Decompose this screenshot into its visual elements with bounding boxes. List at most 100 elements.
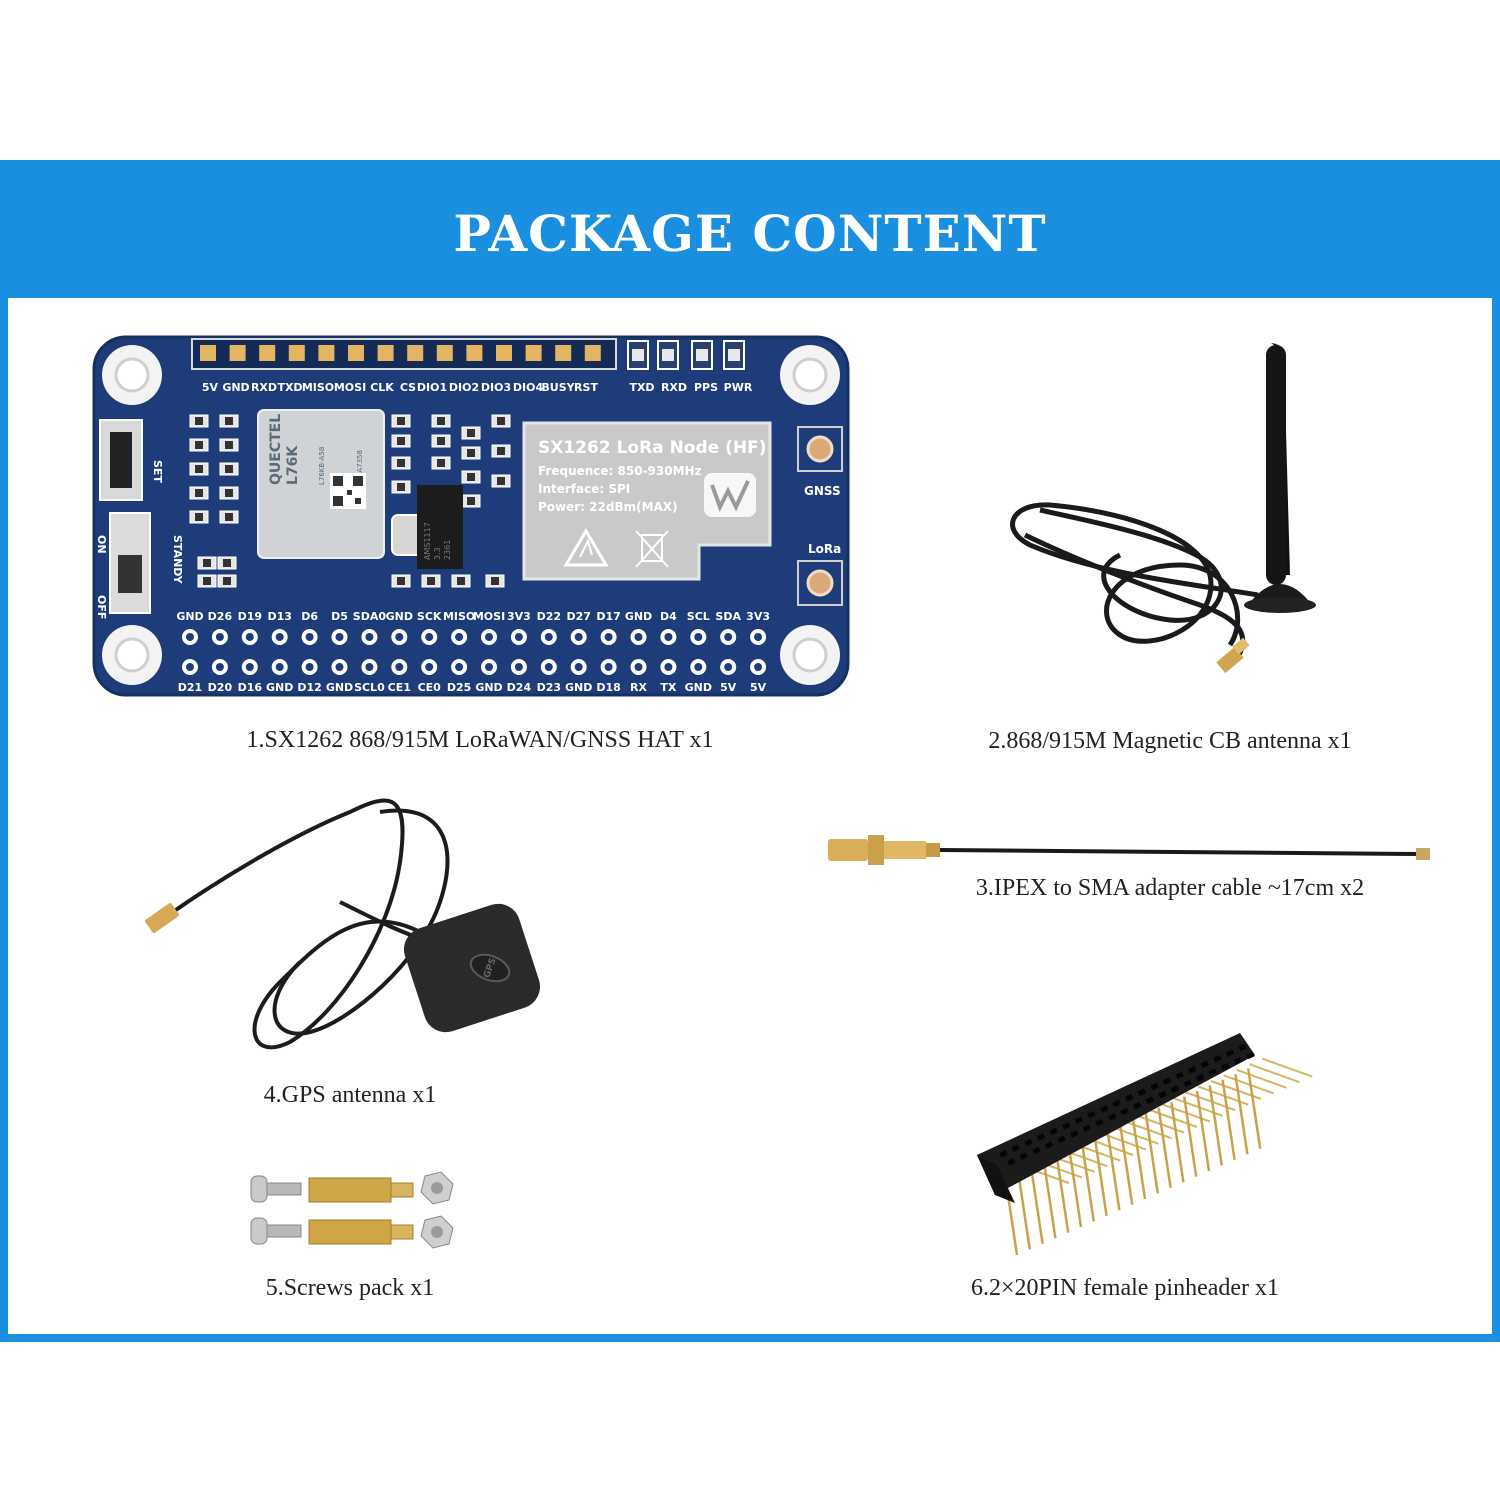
gpio-lower-label: 5V [720, 681, 737, 694]
header-pin [1157, 1107, 1172, 1188]
header-hole [1099, 1105, 1109, 1113]
gpio-lower-label: CE0 [418, 681, 442, 694]
header-hole [1196, 1074, 1205, 1082]
esd-warning-icon [563, 528, 609, 567]
header-pin [1208, 1085, 1224, 1166]
qr-code [330, 473, 366, 509]
gpio-upper-label: D22 [537, 610, 561, 623]
gpio-upper-label: GND [625, 610, 652, 623]
gpio-pad-hole [664, 663, 673, 671]
gpio-pad-hole [305, 633, 314, 641]
off-label: OFF [95, 595, 108, 619]
smd-component-body [397, 577, 405, 585]
gpio-pad-hole [574, 663, 583, 671]
gpio-upper-label: 3V3 [746, 610, 770, 623]
gpio-pads [182, 629, 767, 675]
module-power: Power: 22dBm(MAX) [538, 500, 678, 514]
header-pin [1016, 1169, 1032, 1250]
smd-component-body [225, 513, 233, 521]
gpio-lower-label: CE1 [388, 681, 411, 694]
gpio-pad-hole [514, 633, 523, 641]
header-hole [1200, 1060, 1210, 1068]
smd-component-body [397, 417, 405, 425]
gpio-upper-label: 3V3 [507, 610, 531, 623]
waveshare-logo-icon [704, 473, 756, 517]
smd-component-body [397, 483, 405, 491]
header-pin [1221, 1079, 1236, 1160]
smd-component-body [427, 577, 435, 585]
header-hole [1238, 1043, 1247, 1052]
gnss-connector [797, 426, 843, 472]
gpio-lower-label: GND [326, 681, 353, 694]
header-hole [1062, 1122, 1071, 1130]
gpio-pad-hole [275, 633, 284, 641]
on-label: ON [95, 535, 108, 554]
top-pin-label: RST [574, 381, 598, 394]
gpio-upper-label: SDA [715, 610, 741, 623]
module-name: SX1262 LoRa Node (HF) [538, 438, 766, 458]
smd-component-body [203, 577, 211, 585]
top-pin-pads [200, 345, 601, 361]
smd-component-body [195, 441, 203, 449]
gps-chip-label: L76K [285, 445, 301, 485]
gpio-lower-label: D23 [537, 681, 561, 694]
gpio-pad-hole [395, 633, 404, 641]
gpio-pad-hole [754, 633, 763, 641]
page-title: PACKAGE CONTENT [453, 204, 1047, 263]
gpio-pad-hole [335, 663, 344, 671]
gpio-upper-label: SCL [687, 610, 710, 623]
header-hole [1057, 1135, 1066, 1144]
led-body [696, 349, 708, 361]
header-hole [1032, 1146, 1041, 1155]
item-3-caption: 3.IPEX to SMA adapter cable ~17cm x2 [975, 875, 1365, 901]
gpio-pad-hole [395, 663, 404, 671]
top-pin-pad [466, 345, 483, 361]
smd-component-body [437, 437, 445, 445]
header-hole [1019, 1152, 1029, 1160]
gpio-pad-hole [604, 633, 613, 641]
led-body [632, 349, 644, 361]
gpio-pad-hole [574, 633, 583, 641]
item-1-caption: 1.SX1262 868/915M LoRaWAN/GNSS HAT x1 [246, 727, 714, 753]
header-hole [1011, 1144, 1021, 1152]
gps-sma-plug [145, 903, 179, 933]
top-pin-label: CLK [370, 381, 394, 394]
header-hole [1070, 1130, 1079, 1138]
gps-antenna-image: GPS [145, 798, 541, 1050]
smd-component-body [195, 513, 203, 521]
header-hole [1145, 1096, 1155, 1104]
gpio-upper-label: SCK [417, 610, 442, 623]
screw-2 [250, 1217, 302, 1245]
led-label: PWR [724, 381, 753, 394]
header-hole [1137, 1088, 1147, 1096]
gpio-pad-hole [245, 633, 254, 641]
smd-component-body [497, 447, 505, 455]
item-6-caption: 6.2×20PIN female pinheader x1 [970, 1275, 1280, 1301]
header-pin [1144, 1113, 1160, 1194]
header-hole [999, 1150, 1008, 1158]
header-top [977, 1033, 1255, 1195]
header-hole [1036, 1133, 1046, 1141]
gps-chip-brand: QUECTEL [268, 414, 284, 485]
header-pin [1093, 1135, 1108, 1216]
header-pin [1080, 1141, 1096, 1222]
item-4-caption: 4.GPS antenna x1 [263, 1082, 437, 1108]
top-pin-label: DIO4 [513, 381, 544, 394]
gpio-pad-hole [754, 663, 763, 671]
gps-module [257, 409, 385, 559]
gpio-upper-label: GND [386, 610, 413, 623]
header-hole [1049, 1127, 1058, 1136]
header-hole [1024, 1138, 1033, 1147]
header-hole [1120, 1107, 1129, 1116]
antenna-cable [1010, 502, 1259, 659]
top-pin-pad [436, 345, 453, 361]
header-hole [1087, 1110, 1096, 1119]
header-pin [1246, 1068, 1262, 1149]
mounting-holes [102, 345, 840, 685]
smd-component-body [203, 559, 211, 567]
header-pin [1054, 1152, 1070, 1233]
smd-component-body [225, 417, 233, 425]
smd-component-body [467, 497, 475, 505]
